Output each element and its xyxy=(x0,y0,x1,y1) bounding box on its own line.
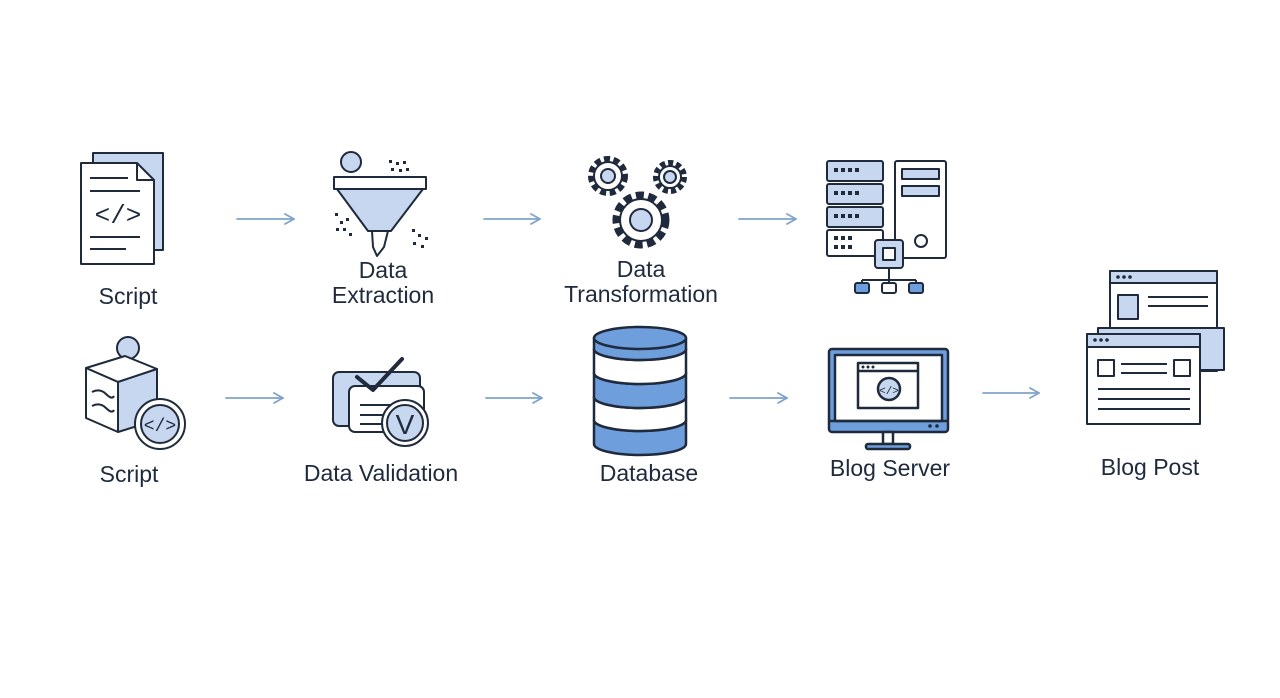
code-glyph: </> xyxy=(144,417,176,437)
code-glyph: </> xyxy=(95,201,142,231)
gear-small-icon xyxy=(653,160,687,194)
label-database: Database xyxy=(599,460,699,486)
monitor-code-icon: </> xyxy=(827,347,950,451)
check-glyph: V xyxy=(396,409,415,440)
label-script-box: Script xyxy=(99,461,159,487)
code-document-icon: </> xyxy=(80,152,164,265)
label-blog-post: Blog Post xyxy=(1100,454,1200,480)
label-data-extraction: Data Extraction xyxy=(331,257,435,308)
gears-icon xyxy=(588,156,687,249)
database-icon xyxy=(592,325,688,457)
code-glyph: </> xyxy=(879,386,899,398)
code-package-icon: </> xyxy=(85,336,186,450)
flow-arrows xyxy=(225,213,1040,404)
label-blog-server: Blog Server xyxy=(829,455,951,481)
validation-check-icon: V xyxy=(332,357,429,447)
browser-windows-icon xyxy=(1086,270,1225,425)
label-script-doc: Script xyxy=(98,283,158,309)
server-network-icon xyxy=(826,160,947,294)
funnel-icon xyxy=(333,151,428,257)
label-data-transformation: Data Transformation xyxy=(564,256,718,307)
gear-large-icon xyxy=(612,191,670,249)
gear-small-icon xyxy=(588,156,628,196)
label-data-validation: Data Validation xyxy=(303,460,459,486)
